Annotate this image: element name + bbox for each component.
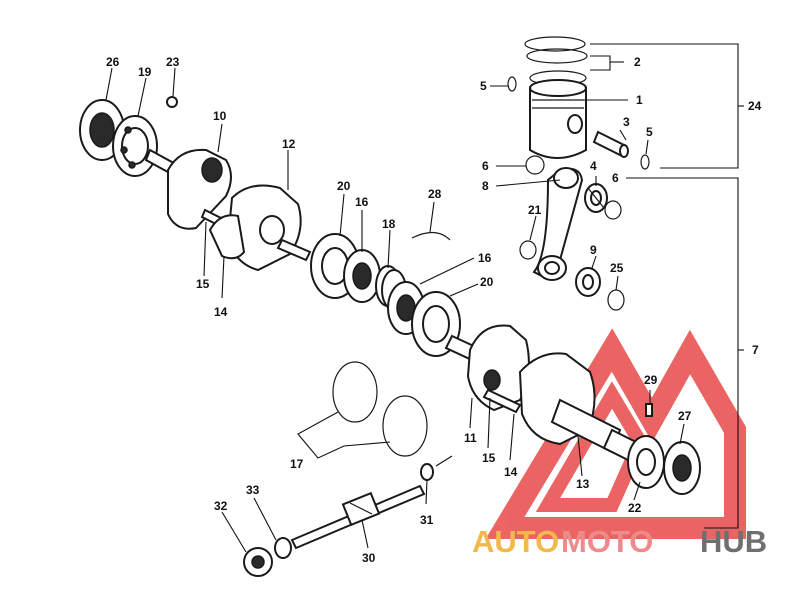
bracket-7 xyxy=(626,177,744,529)
callout-labels: 2 24 5 1 3 5 6 4 6 8 21 9 25 7 26 19 23 … xyxy=(106,55,762,565)
bearing-22 xyxy=(627,435,665,489)
callout-14a: 14 xyxy=(214,305,228,319)
washer-25 xyxy=(607,289,625,311)
callout-16b: 16 xyxy=(478,251,492,265)
key-29 xyxy=(645,403,653,417)
callout-23: 23 xyxy=(166,55,180,69)
snap-ring-28 xyxy=(411,231,451,241)
watermark-auto: AUTO xyxy=(472,524,559,559)
callout-5b: 5 xyxy=(646,125,653,139)
callout-21: 21 xyxy=(528,203,542,217)
crank-web-14a xyxy=(208,214,246,260)
bearing-20b xyxy=(411,291,461,357)
callout-25: 25 xyxy=(610,261,624,275)
piston-pin-3 xyxy=(592,130,629,158)
callout-14b: 14 xyxy=(504,465,518,479)
leader-lines xyxy=(105,55,685,553)
callout-5a: 5 xyxy=(480,79,487,93)
callout-8: 8 xyxy=(482,179,489,193)
washer-6a xyxy=(525,155,545,175)
callout-7: 7 xyxy=(752,343,759,357)
key-23 xyxy=(166,96,178,108)
bracket-24 xyxy=(590,43,744,169)
callout-15b: 15 xyxy=(482,451,496,465)
washer-6b xyxy=(604,200,622,220)
callout-29: 29 xyxy=(644,373,658,387)
callout-3: 3 xyxy=(623,115,630,129)
shaft-mid xyxy=(276,238,312,262)
callout-12: 12 xyxy=(282,137,296,151)
callout-16a: 16 xyxy=(355,195,369,209)
callout-13: 13 xyxy=(576,477,590,491)
callout-17: 17 xyxy=(290,457,304,471)
callout-15a: 15 xyxy=(196,277,210,291)
crank-pin-15b xyxy=(482,388,522,414)
circlips-17 xyxy=(332,361,428,457)
piston-rings-2 xyxy=(524,36,588,86)
callout-6a: 6 xyxy=(482,159,489,173)
seal-16a xyxy=(343,249,381,303)
piston-1 xyxy=(529,79,587,159)
shaft-30 xyxy=(290,484,426,550)
bearing-19 xyxy=(112,115,158,177)
callout-11: 11 xyxy=(464,431,477,445)
callout-20b: 20 xyxy=(480,275,494,289)
callout-10: 10 xyxy=(213,109,227,123)
washer-33 xyxy=(274,537,292,559)
callout-20a: 20 xyxy=(337,179,351,193)
callout-9: 9 xyxy=(590,243,597,257)
circlip-31 xyxy=(420,463,434,481)
callout-6b: 6 xyxy=(612,171,619,185)
callout-19: 19 xyxy=(138,65,152,79)
callout-30: 30 xyxy=(362,551,376,565)
callout-24: 24 xyxy=(748,99,762,113)
circlip-5a xyxy=(507,76,517,92)
callout-18: 18 xyxy=(382,217,396,231)
watermark-hub: HUB xyxy=(700,524,767,559)
callout-27: 27 xyxy=(678,409,692,423)
watermark-text: AUTO MOTO HUB xyxy=(472,524,767,559)
callout-1: 1 xyxy=(636,93,643,107)
oil-seal-27 xyxy=(663,441,701,495)
connecting-rod-8 xyxy=(532,167,584,281)
circlip-5b xyxy=(640,154,650,170)
callout-2: 2 xyxy=(634,55,641,69)
watermark-moto: MOTO xyxy=(561,524,653,559)
callout-28: 28 xyxy=(428,187,442,201)
callout-4: 4 xyxy=(590,159,597,173)
washer-21 xyxy=(519,240,537,260)
callout-31: 31 xyxy=(420,513,434,527)
callout-32: 32 xyxy=(214,499,228,513)
callout-26: 26 xyxy=(106,55,120,69)
needle-bearing-4 xyxy=(584,183,608,213)
nut-32 xyxy=(243,547,273,577)
callout-33: 33 xyxy=(246,483,260,497)
needle-bearing-9 xyxy=(575,267,601,297)
crank-web-10 xyxy=(167,148,232,230)
callout-22: 22 xyxy=(628,501,642,515)
